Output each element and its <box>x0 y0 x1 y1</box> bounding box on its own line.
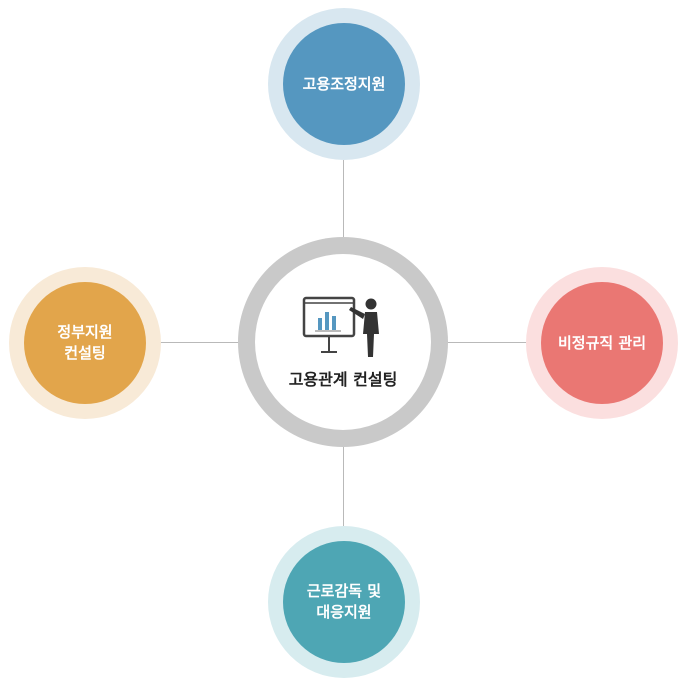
connector-right <box>446 342 526 343</box>
center-label: 고용관계 컨설팅 <box>288 370 398 389</box>
center-node: 고용관계 컨설팅 <box>238 237 448 447</box>
connector-bottom <box>343 446 344 526</box>
node-top-label: 고용조정지원 <box>302 74 386 93</box>
node-right: 비정규직 관리 <box>526 267 678 419</box>
node-left: 정부지원 컨설팅 <box>9 267 161 419</box>
node-top: 고용조정지원 <box>268 8 420 160</box>
presentation-icon <box>302 296 379 357</box>
node-left-line2: 컨설팅 <box>64 344 106 362</box>
node-right-label: 비정규직 관리 <box>557 333 647 352</box>
connector-left <box>160 342 240 343</box>
node-bottom-line2: 대응지원 <box>316 603 372 621</box>
node-bottom: 근로감독 및 대응지원 <box>268 526 420 678</box>
node-left-line1: 정부지원 <box>57 323 113 341</box>
center-disc: 고용관계 컨설팅 <box>255 254 431 430</box>
connector-top <box>343 160 344 240</box>
node-bottom-line1: 근로감독 및 <box>306 582 382 600</box>
